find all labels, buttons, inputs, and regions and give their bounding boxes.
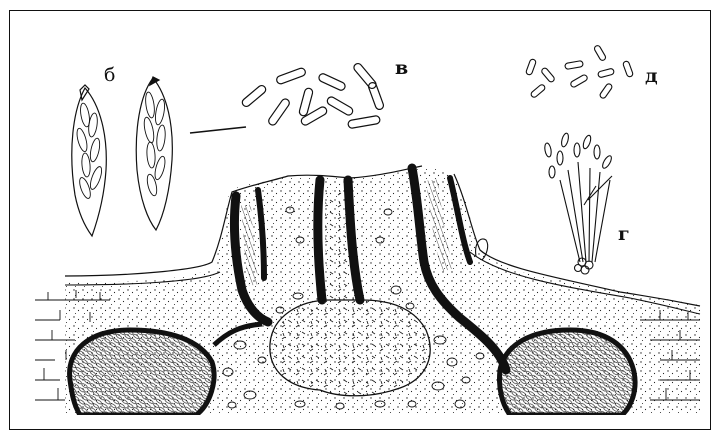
cross-section	[35, 166, 700, 415]
label-b: б	[104, 66, 115, 85]
conidiophore-drawing-g	[544, 132, 613, 274]
spores-drawing-d	[525, 45, 633, 100]
illustration	[0, 0, 721, 415]
label-g: г	[618, 225, 630, 244]
figure-canvas: б в д г	[0, 0, 721, 415]
label-d: д	[645, 67, 658, 86]
spores-drawing-v	[241, 62, 385, 129]
label-v: в	[395, 59, 408, 78]
asci-drawing-b	[72, 77, 246, 236]
